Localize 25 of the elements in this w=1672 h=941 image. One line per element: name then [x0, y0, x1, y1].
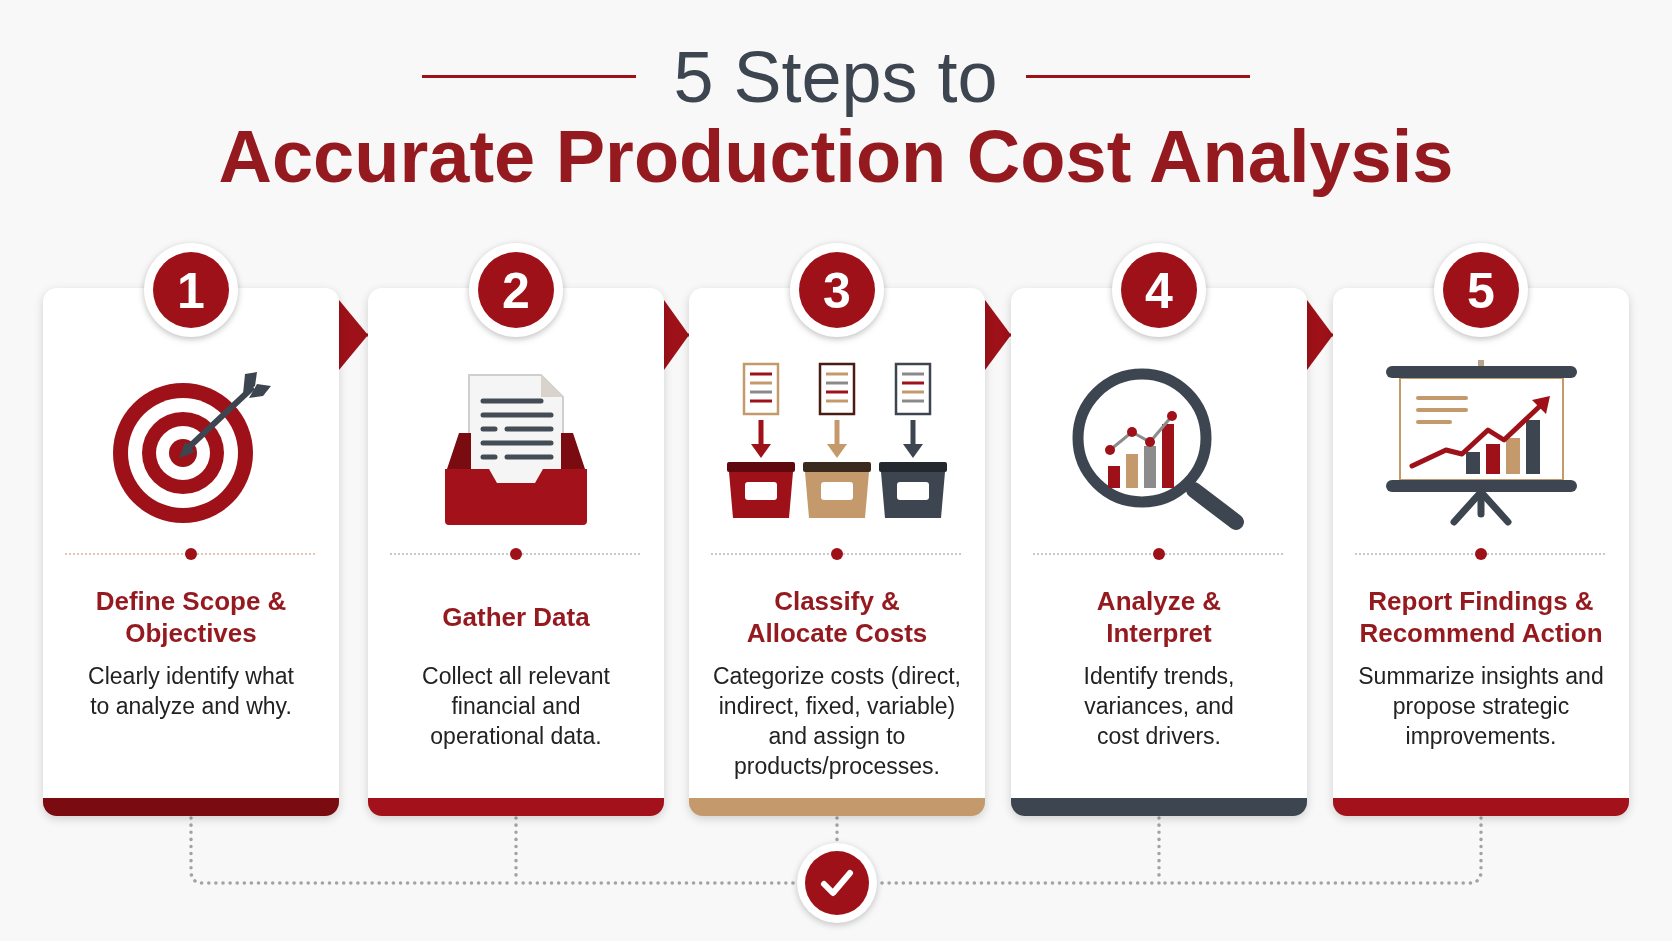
- step-description: Summarize insights and propose strategic improvements.: [1357, 662, 1605, 751]
- dotted-connector: [514, 881, 797, 885]
- step-heading: Gather Data: [441, 601, 591, 633]
- step-heading: Define Scope & Objectives: [95, 585, 287, 649]
- step-number: 1: [177, 263, 205, 319]
- step-heading: Classify & Allocate Costs: [746, 585, 928, 649]
- step-number: 2: [502, 263, 530, 319]
- step-description: Identify trends, variances, and cost drivers.: [1083, 662, 1235, 751]
- step-heading: Analyze & Interpret: [1096, 585, 1222, 649]
- dotted-connector: [1161, 816, 1483, 885]
- chevron-arrow: [1307, 300, 1333, 370]
- chevron-arrow: [339, 300, 368, 370]
- step-number: 3: [823, 263, 851, 319]
- chevron-arrow: [985, 300, 1011, 370]
- step-description: Clearly identify what to analyze and why.: [87, 662, 295, 721]
- chevron-arrow: [664, 300, 689, 370]
- step-description: Categorize costs (direct, indirect, fixed, variable) and assign to products/processes.: [712, 662, 962, 781]
- step-number: 4: [1145, 263, 1173, 319]
- step-description: Collect all relevant financial and operational data.: [421, 662, 611, 751]
- dotted-connector: [835, 816, 839, 843]
- dotted-connector: [877, 881, 1161, 885]
- step-heading: Report Findings & Recommend Action: [1358, 585, 1604, 649]
- check-circle: [797, 843, 877, 923]
- step-number: 5: [1467, 263, 1495, 319]
- title: 5 Steps to Accurate Production Cost Analysis: [218, 37, 1454, 197]
